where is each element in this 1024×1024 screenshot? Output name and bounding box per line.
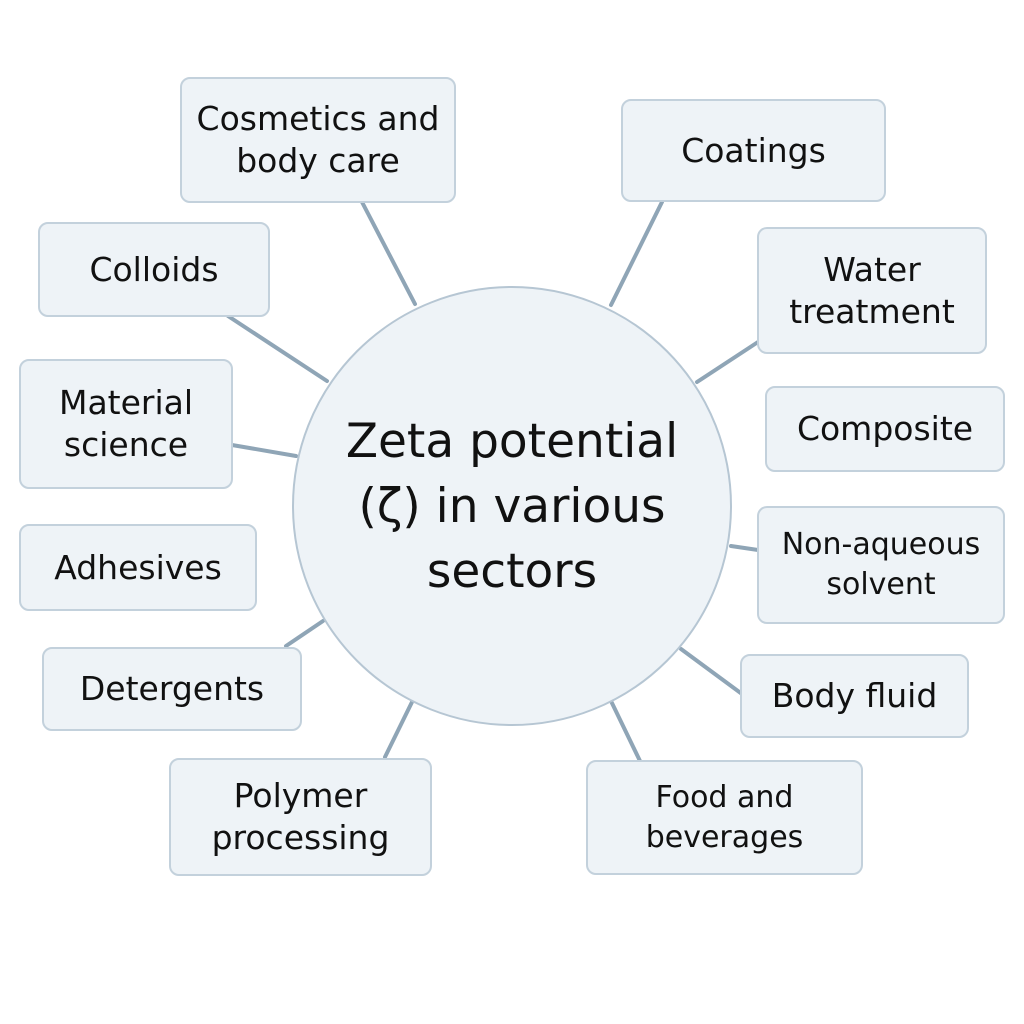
- node-adhesives-label: Adhesives: [54, 547, 222, 587]
- connector-non-aqueous-solvent: [729, 544, 760, 552]
- node-coatings: Coatings: [621, 99, 886, 202]
- node-cosmetics: Cosmetics and body care: [180, 77, 456, 203]
- node-polymer-processing: Polymer processing: [169, 758, 432, 876]
- node-water-treatment: Water treatment: [757, 227, 987, 354]
- connector-colloids: [226, 314, 329, 383]
- node-detergents-label: Detergents: [79, 669, 265, 708]
- center-circle: Zeta potential (ζ) in various sectors: [292, 286, 732, 726]
- connector-body-fluid: [679, 647, 744, 696]
- node-detergents: Detergents: [42, 647, 302, 731]
- connector-cosmetics: [360, 200, 417, 306]
- node-food-and-beverages-label: Food and beverages: [645, 779, 804, 855]
- node-material-science: Material science: [19, 359, 233, 489]
- node-non-aqueous-solvent: Non-aqueous solvent: [757, 506, 1005, 624]
- node-food-and-beverages: Food and beverages: [586, 760, 863, 875]
- node-body-fluid: Body fluid: [740, 654, 969, 738]
- connector-coatings: [609, 200, 664, 307]
- node-polymer-processing-label: Polymer processing: [211, 776, 390, 857]
- node-composite-label: Composite: [796, 409, 974, 448]
- connector-water-treatment: [695, 340, 760, 384]
- node-non-aqueous-solvent-label: Non-aqueous solvent: [781, 527, 981, 602]
- center-title: Zeta potential (ζ) in various sectors: [345, 413, 679, 599]
- node-adhesives: Adhesives: [19, 524, 257, 611]
- connector-material-science: [230, 443, 298, 458]
- node-colloids-label: Colloids: [89, 249, 219, 289]
- node-cosmetics-label: Cosmetics and body care: [196, 99, 440, 180]
- connector-detergents: [284, 619, 325, 648]
- node-colloids: Colloids: [38, 222, 270, 317]
- node-body-fluid-label: Body fluid: [771, 676, 938, 715]
- node-coatings-label: Coatings: [681, 130, 826, 170]
- node-composite: Composite: [765, 386, 1005, 472]
- node-water-treatment-label: Water treatment: [789, 249, 955, 331]
- connector-food-and-beverages: [609, 699, 642, 763]
- connector-polymer-processing: [383, 698, 415, 759]
- node-material-science-label: Material science: [58, 383, 194, 464]
